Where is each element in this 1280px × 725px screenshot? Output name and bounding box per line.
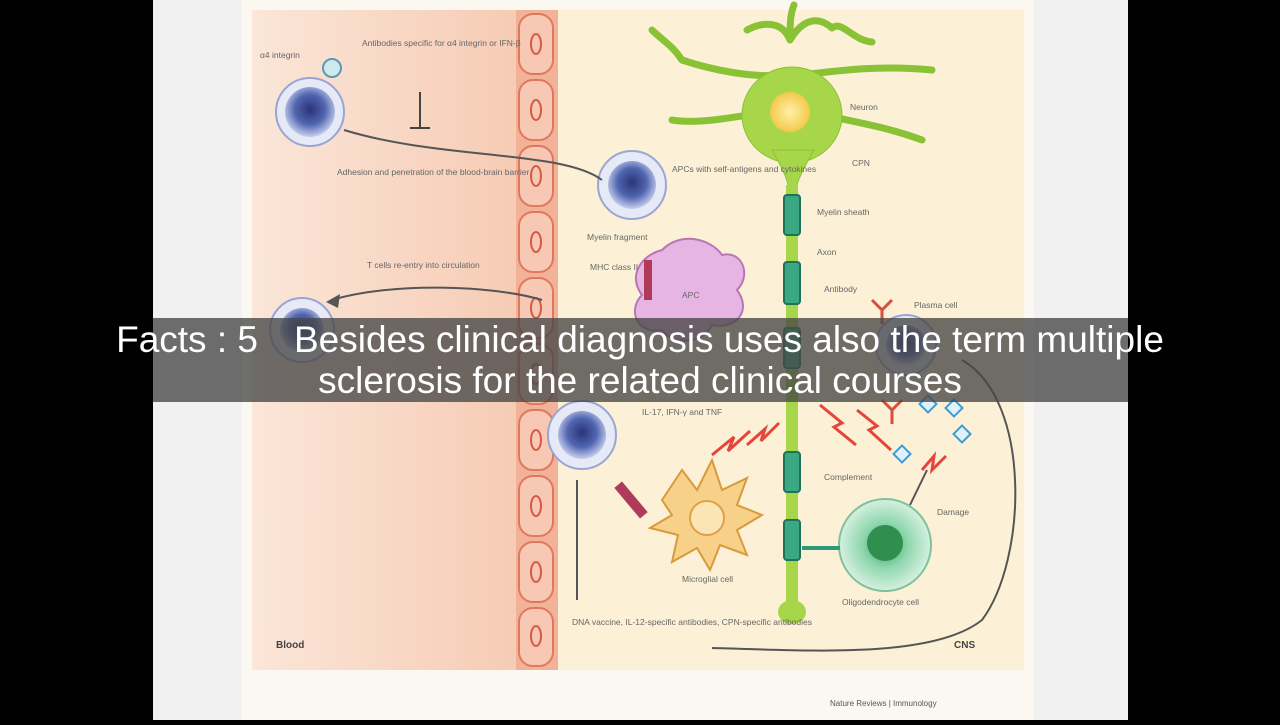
damage-arrow <box>909 469 928 506</box>
label-mhc: MHC class II <box>590 262 638 272</box>
exit-arrowhead <box>326 294 340 308</box>
figure-credit: Nature Reviews | Immunology <box>830 699 937 708</box>
mhc-complex <box>644 260 652 300</box>
oligodendrocyte <box>802 498 932 592</box>
caption-bar <box>153 318 1128 402</box>
caption-prefix: Facts : 5 <box>116 319 258 360</box>
label-oligodendrocyte: Oligodendrocyte cell <box>842 597 919 607</box>
migration-path <box>343 129 603 181</box>
exit-path <box>331 286 543 301</box>
label-plasma-cell: Plasma cell <box>914 300 958 310</box>
label-tcell-exit: T cells re-entry into circulation <box>367 260 480 270</box>
tcell-blood <box>275 58 345 147</box>
label-blood: Blood <box>276 640 304 651</box>
tcell-cns-lower <box>547 400 617 470</box>
label-myelin-sheath: Myelin sheath <box>817 207 870 217</box>
tcr-mhc-lower <box>614 481 648 519</box>
label-neuron: Neuron <box>850 102 878 112</box>
label-microglial: Microglial cell <box>682 574 733 584</box>
label-damage: Damage <box>937 507 969 517</box>
label-apc-antigens: APCs with self-antigens and cytokines <box>672 164 816 174</box>
label-ifn-il: IL-17, IFN-γ and TNF <box>642 407 722 417</box>
label-complement: Complement <box>824 472 873 482</box>
caption-body: Besides clinical diagnosis uses also the… <box>293 319 1164 401</box>
label-antibody: Antibody <box>824 284 858 294</box>
label-adhesion: Adhesion and penetration of the blood-br… <box>337 167 529 177</box>
caption-text: Facts : 5 Besides clinical diagnosis uses… <box>0 318 1280 402</box>
label-cpn: CPN <box>852 158 870 168</box>
antibody-symbols <box>870 298 904 424</box>
label-axon: Axon <box>817 247 837 257</box>
damage-bolts <box>711 403 948 475</box>
neuron-nucleus <box>770 92 810 132</box>
microglial-nucleus <box>689 500 725 536</box>
label-antibodies-integrin: Antibodies specific for α4 integrin or I… <box>362 38 521 48</box>
label-apc: APC <box>682 290 699 300</box>
label-vaccine: DNA vaccine, IL-12-specific antibodies, … <box>572 617 812 627</box>
feedback-loop <box>711 359 1017 652</box>
label-cns: CNS <box>954 640 975 651</box>
label-myelin-fragment: Myelin fragment <box>587 232 648 242</box>
label-integrin: α4 integrin <box>260 50 300 60</box>
tcell-cns-upper <box>597 150 667 220</box>
